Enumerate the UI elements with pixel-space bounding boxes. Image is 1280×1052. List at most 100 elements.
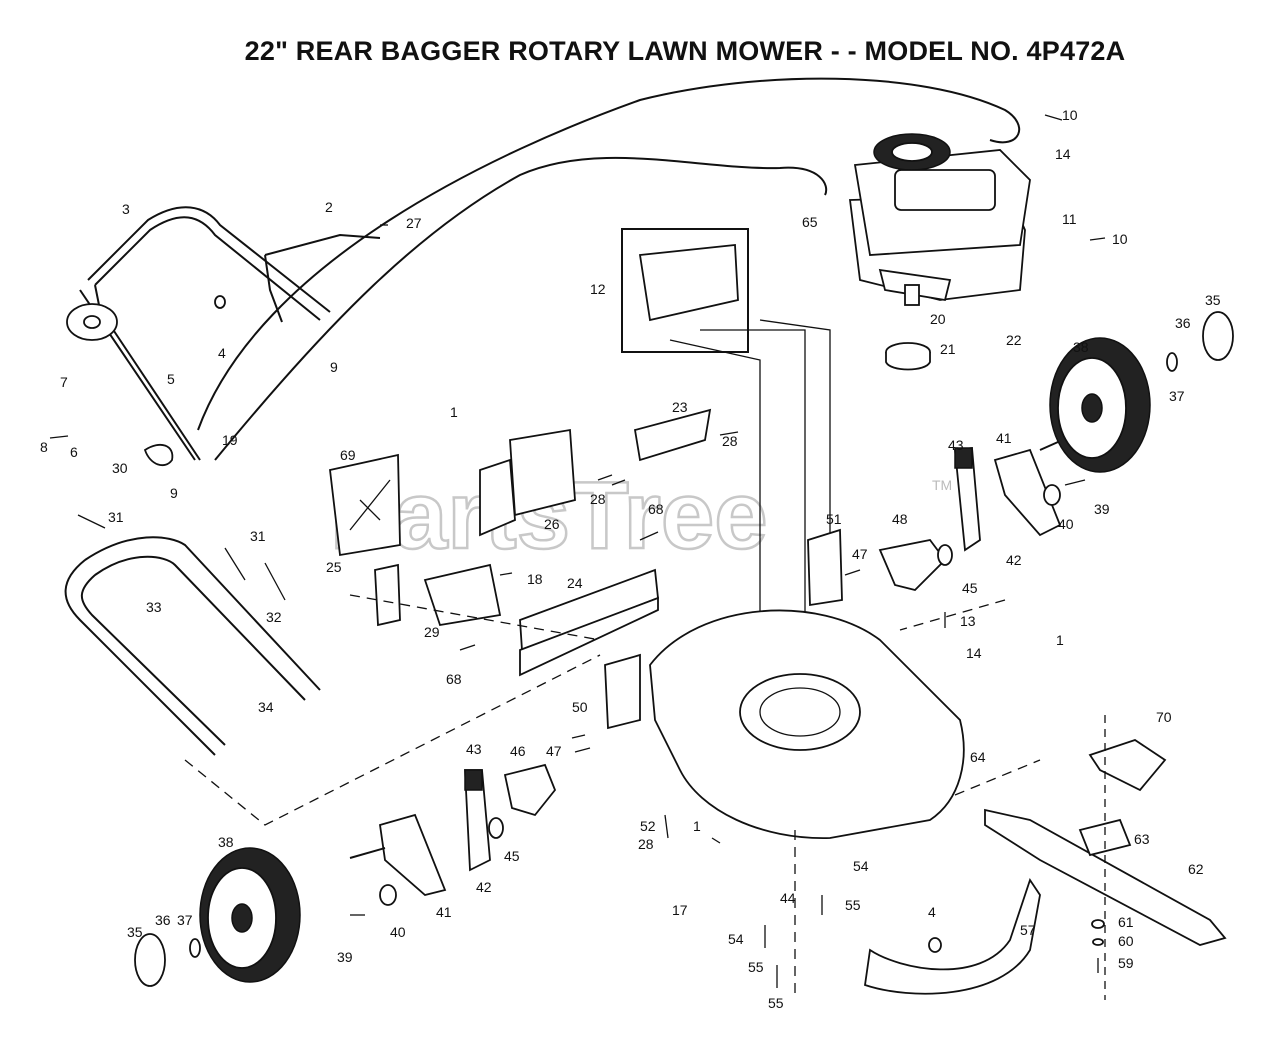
callout-54: 54: [853, 858, 869, 874]
mulch-bracket: [633, 408, 712, 462]
callout-34: 34: [258, 699, 274, 715]
callout-30: 30: [112, 460, 128, 476]
callout-68: 68: [446, 671, 462, 687]
callout-35: 35: [127, 924, 143, 940]
lower-handle: [64, 536, 321, 756]
callout-65: 65: [802, 214, 818, 230]
callout-64: 64: [970, 749, 986, 765]
callout-31: 31: [108, 509, 124, 525]
callout-41: 41: [436, 904, 452, 920]
handle-bracket: [264, 233, 381, 323]
callout-1: 1: [1056, 632, 1064, 648]
upper-handle: [79, 206, 331, 461]
callout-55: 55: [845, 897, 861, 913]
callout-4: 4: [928, 904, 936, 920]
hardware-washers: [189, 295, 1178, 958]
callout-46: 46: [510, 743, 526, 759]
chute-plate: [423, 563, 502, 627]
callout-6: 6: [70, 444, 78, 460]
callout-1: 1: [450, 404, 458, 420]
mower-blade: [984, 808, 1227, 946]
callout-20: 20: [930, 311, 946, 327]
callout-19: 19: [222, 432, 238, 448]
callout-37: 37: [177, 912, 193, 928]
callout-44: 44: [780, 890, 796, 906]
callout-14: 14: [1055, 146, 1071, 162]
callout-13: 13: [960, 613, 976, 629]
callout-61: 61: [1118, 914, 1134, 930]
deflector-inset: [621, 228, 749, 353]
blade-adapter-lower: [1078, 818, 1132, 857]
callout-43: 43: [466, 741, 482, 757]
callout-62: 62: [1188, 861, 1204, 877]
callout-39: 39: [1094, 501, 1110, 517]
hinge-bracket: [374, 563, 401, 627]
callout-33: 33: [146, 599, 162, 615]
callout-38: 38: [218, 834, 234, 850]
callout-11: 11: [1062, 211, 1077, 227]
callout-45: 45: [962, 580, 978, 596]
callout-41: 41: [996, 430, 1012, 446]
callout-36: 36: [1175, 315, 1191, 331]
callout-55: 55: [768, 995, 784, 1011]
callout-18: 18: [527, 571, 543, 587]
callout-35: 35: [1205, 292, 1221, 308]
callout-42: 42: [476, 879, 492, 895]
callout-37: 37: [1169, 388, 1185, 404]
callout-28: 28: [590, 491, 606, 507]
callout-17: 17: [672, 902, 688, 918]
callout-28: 28: [722, 433, 738, 449]
callout-59: 59: [1118, 955, 1134, 971]
callout-4: 4: [218, 345, 226, 361]
front-wheel: [199, 847, 301, 983]
rear-bracket: [509, 428, 576, 517]
callout-42: 42: [1006, 552, 1022, 568]
callout-55: 55: [748, 959, 764, 975]
callout-9: 9: [330, 359, 338, 375]
throttle-cable: [197, 77, 1021, 431]
control-cable: [214, 156, 828, 461]
mower-deck: [649, 609, 965, 839]
callout-51: 51: [826, 511, 842, 527]
callout-48: 48: [892, 511, 908, 527]
cable-clip: [143, 443, 174, 467]
deck-skirt: [864, 877, 1041, 995]
callout-43: 43: [948, 437, 964, 453]
callout-25: 25: [326, 559, 342, 575]
callout-27: 27: [406, 215, 422, 231]
callout-69: 69: [340, 447, 356, 463]
callout-12: 12: [590, 281, 606, 297]
callout-28: 28: [638, 836, 654, 852]
callout-1: 1: [693, 818, 701, 834]
callout-39: 39: [337, 949, 353, 965]
callout-68: 68: [648, 501, 664, 517]
engine: [848, 133, 1031, 306]
callout-36: 36: [155, 912, 171, 928]
callout-7: 7: [60, 374, 68, 390]
callout-47: 47: [546, 743, 562, 759]
watermark-trademark: TM: [932, 477, 952, 493]
callout-3: 3: [122, 201, 130, 217]
callout-70: 70: [1156, 709, 1172, 725]
callout-38: 38: [1073, 339, 1089, 355]
callout-54: 54: [728, 931, 744, 947]
axle-bracket-front: [378, 813, 447, 896]
callout-52: 52: [640, 818, 656, 834]
height-adjust-bracket-rear: [807, 528, 843, 607]
callout-40: 40: [1058, 516, 1074, 532]
callout-50: 50: [572, 699, 588, 715]
wheel-plate-front: [503, 763, 557, 817]
height-adjust-bracket: [604, 653, 641, 730]
callout-9: 9: [170, 485, 178, 501]
blade-stiffener: [1088, 739, 1167, 792]
callout-26: 26: [544, 516, 560, 532]
callout-57: 57: [1020, 922, 1036, 938]
callout-24: 24: [567, 575, 583, 591]
callout-5: 5: [167, 371, 175, 387]
deflector-shield: [638, 244, 739, 322]
callout-60: 60: [1118, 933, 1134, 949]
callout-22: 22: [1006, 332, 1022, 348]
callout-32: 32: [266, 609, 282, 625]
